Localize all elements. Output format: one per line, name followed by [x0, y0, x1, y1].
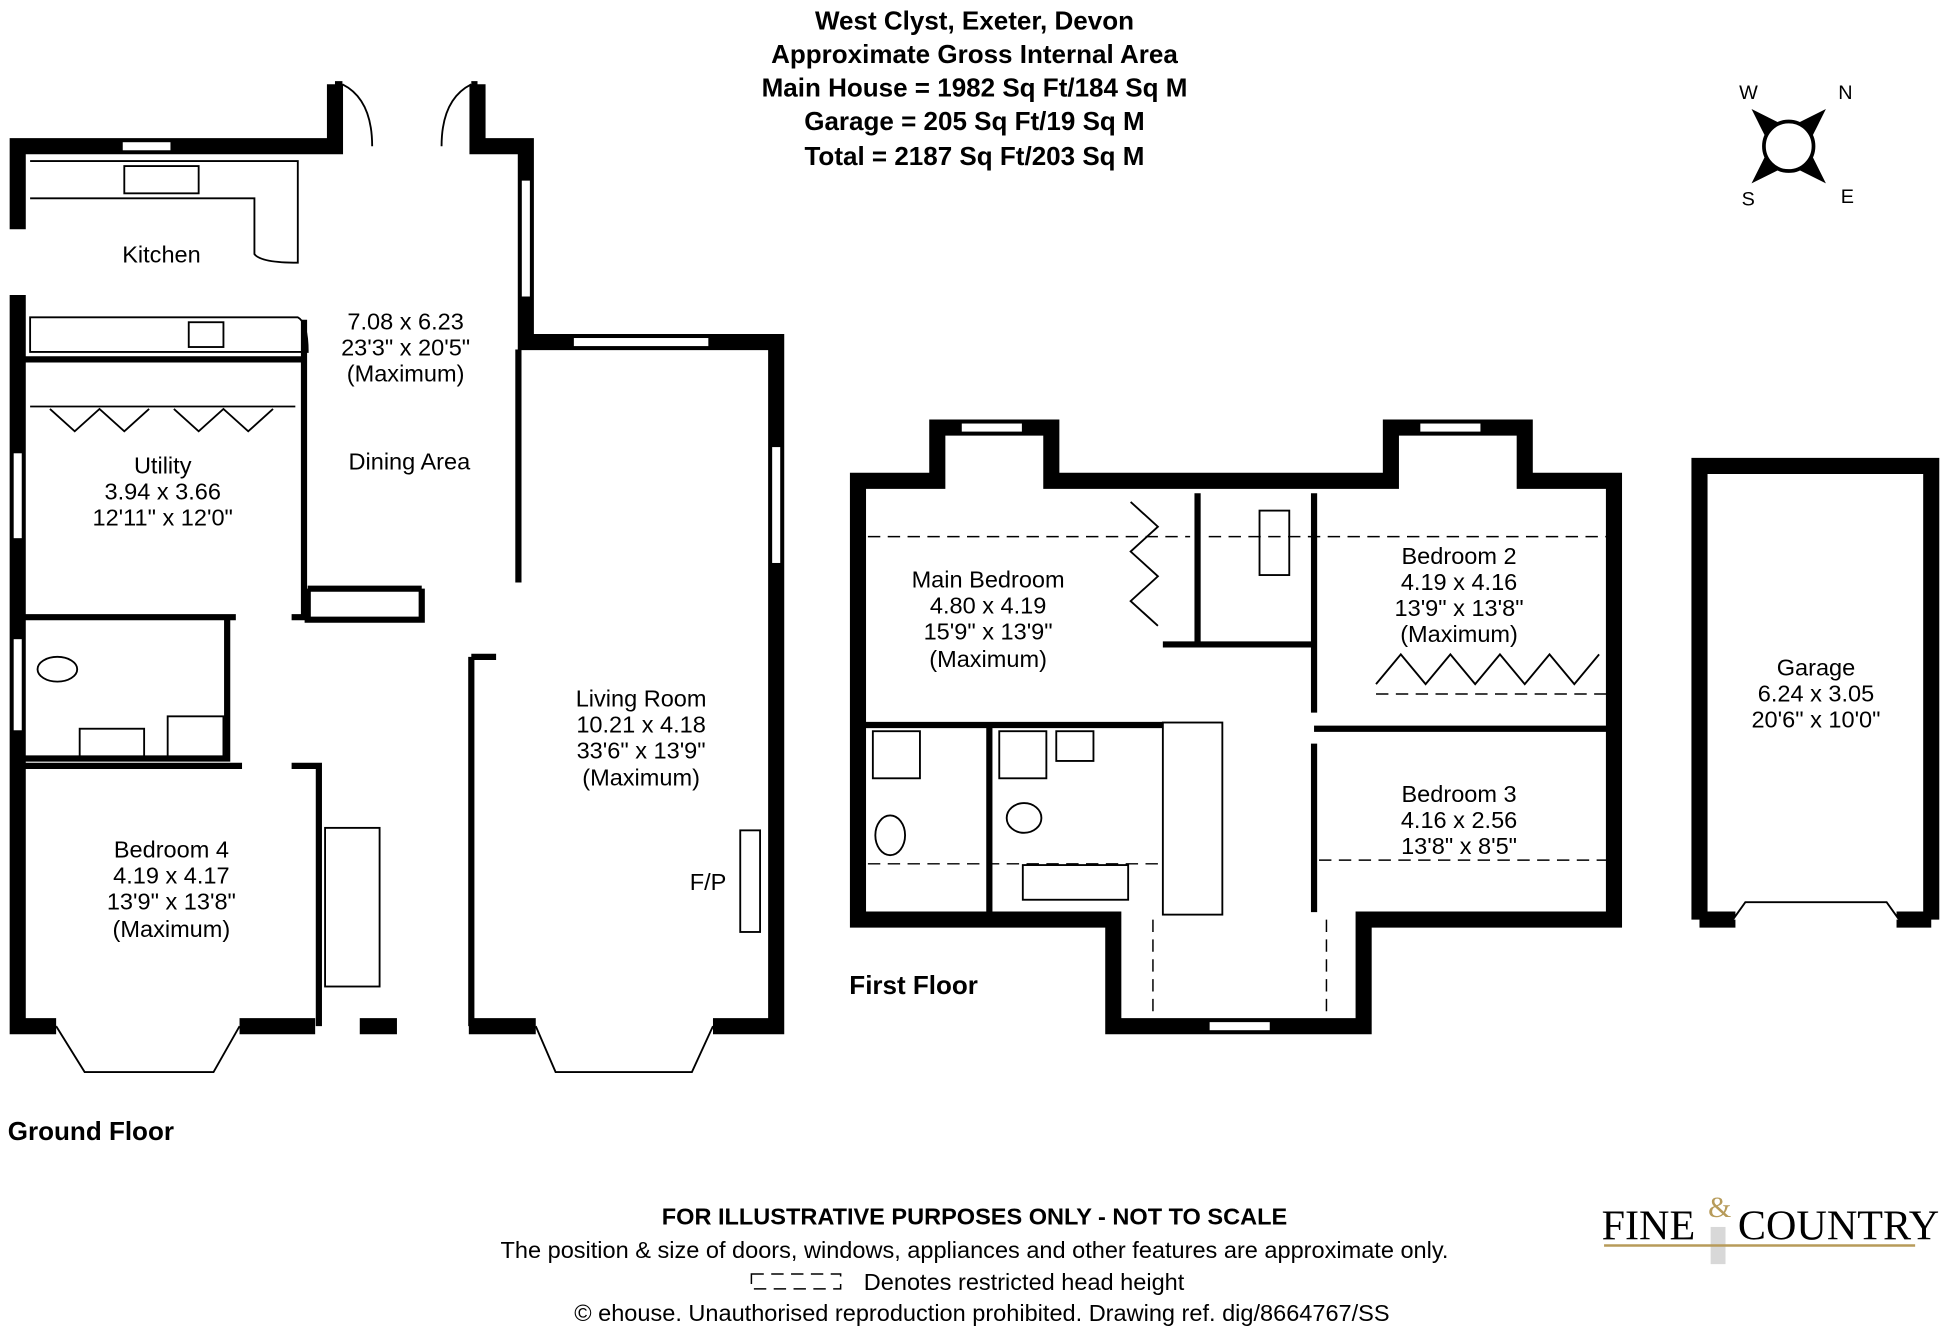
compass-n: N — [1838, 82, 1852, 104]
window — [519, 178, 532, 299]
fine-country-logo: FINE & COUNTRY — [1602, 1191, 1939, 1265]
fireplace-label: F/P — [690, 869, 727, 895]
bedroom2-metric: 4.19 x 4.16 — [1401, 569, 1517, 595]
bedroom2-imperial: 13'9" x 13'8" — [1395, 595, 1524, 621]
main-house-area: Main House = 1982 Sq Ft/184 Sq M — [762, 73, 1188, 103]
bay-window — [55, 1025, 241, 1073]
bedroom4-metric: 4.19 x 4.17 — [113, 863, 229, 889]
total-area: Total = 2187 Sq Ft/203 Sq M — [804, 141, 1144, 171]
toilet-icon — [874, 814, 907, 857]
utility-metric: 3.94 x 3.66 — [104, 478, 220, 504]
main-bedroom-note: (Maximum) — [929, 646, 1047, 672]
window — [1207, 1020, 1272, 1033]
ground-floor: Kitchen 7.08 x 6.23 23'3" x 20'5" (Maxim… — [8, 81, 785, 1146]
toilet-icon — [1005, 802, 1043, 834]
garage-imperial: 20'6" x 10'0" — [1751, 706, 1880, 732]
dining-imperial: 23'3" x 20'5" — [341, 335, 470, 361]
restricted-height-legend-icon — [750, 1273, 842, 1290]
garage-area: Garage = 205 Sq Ft/19 Sq M — [804, 106, 1145, 136]
utility-imperial: 12'11" x 12'0" — [93, 504, 233, 530]
compass-s: S — [1742, 189, 1755, 211]
bedroom2-note: (Maximum) — [1400, 621, 1518, 647]
sink-icon — [123, 165, 200, 195]
bedroom4-label: Bedroom 4 — [114, 837, 229, 863]
toilet-icon — [36, 655, 79, 683]
bedroom3-imperial: 13'8" x 8'5" — [1401, 833, 1517, 859]
kitchen-label: Kitchen — [122, 242, 200, 268]
dining-note: (Maximum) — [347, 361, 465, 387]
window — [572, 336, 711, 348]
compass-w: W — [1739, 82, 1758, 104]
window — [770, 445, 783, 565]
window — [959, 421, 1024, 434]
disclaimer: FOR ILLUSTRATIVE PURPOSES ONLY - NOT TO … — [662, 1203, 1287, 1229]
approximation-note: The position & size of doors, windows, a… — [501, 1237, 1449, 1263]
ground-floor-label: Ground Floor — [8, 1116, 174, 1146]
logo-fine: FINE — [1602, 1202, 1696, 1249]
window — [1418, 421, 1483, 434]
living-note: (Maximum) — [582, 765, 700, 791]
dining-metric: 7.08 x 6.23 — [347, 309, 463, 335]
garage-metric: 6.24 x 3.05 — [1758, 680, 1874, 706]
utility-label: Utility — [134, 452, 192, 478]
logo-ampersand: & — [1708, 1191, 1731, 1224]
bedroom3-label: Bedroom 3 — [1402, 781, 1517, 807]
window — [120, 140, 173, 153]
window — [11, 451, 24, 541]
copyright: © ehouse. Unauthorised reproduction proh… — [574, 1300, 1389, 1326]
first-floor-label: First Floor — [849, 970, 978, 1000]
first-floor: Main Bedroom 4.80 x 4.19 15'9" x 13'9" (… — [849, 419, 1623, 1035]
bedroom3-metric: 4.16 x 2.56 — [1401, 807, 1517, 833]
subtitle: Approximate Gross Internal Area — [771, 39, 1178, 69]
restricted-height-legend: Denotes restricted head height — [864, 1269, 1185, 1295]
basin-icon — [78, 727, 146, 760]
bath-icon — [1021, 864, 1130, 901]
bedroom4-imperial: 13'9" x 13'8" — [107, 889, 236, 915]
main-bedroom-metric: 4.80 x 4.19 — [930, 592, 1046, 618]
living-label: Living Room — [576, 685, 707, 711]
hob-icon — [187, 321, 225, 348]
garage-label: Garage — [1777, 654, 1856, 680]
shower-icon — [998, 730, 1048, 780]
logo-country: COUNTRY — [1738, 1202, 1939, 1249]
main-bedroom-label: Main Bedroom — [912, 566, 1065, 592]
dining-label: Dining Area — [349, 449, 472, 475]
fireplace — [739, 829, 762, 933]
shower-icon — [871, 730, 921, 780]
footer: FOR ILLUSTRATIVE PURPOSES ONLY - NOT TO … — [501, 1203, 1449, 1326]
desk — [1258, 509, 1291, 576]
basin-icon — [1055, 730, 1095, 762]
stairs — [324, 826, 381, 988]
living-imperial: 33'6" x 13'9" — [577, 737, 706, 763]
stairs — [1161, 721, 1224, 916]
window — [11, 637, 24, 733]
title: West Clyst, Exeter, Devon — [815, 6, 1134, 36]
main-bedroom-imperial: 15'9" x 13'9" — [924, 618, 1053, 644]
compass-icon: W N S E — [1739, 82, 1854, 211]
shower-icon — [166, 715, 225, 760]
header: West Clyst, Exeter, Devon Approximate Gr… — [762, 6, 1188, 171]
garage: Garage 6.24 x 3.05 20'6" x 10'0" — [1691, 457, 1940, 928]
compass-e: E — [1841, 186, 1854, 208]
living-metric: 10.21 x 4.18 — [576, 711, 706, 737]
bay-window — [534, 1025, 714, 1073]
bedroom4-note: (Maximum) — [113, 916, 231, 942]
bedroom2-label: Bedroom 2 — [1402, 543, 1517, 569]
